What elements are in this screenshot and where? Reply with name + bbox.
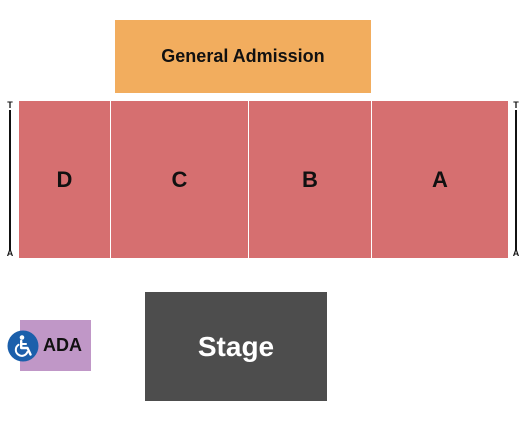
ada-label: ADA <box>43 335 82 355</box>
row-range-right-top-label: T <box>513 100 519 110</box>
stage: Stage <box>145 292 327 401</box>
row-range-right-bottom-label: A <box>512 248 520 258</box>
row-range-left-line <box>9 110 11 250</box>
section-a[interactable]: A <box>372 101 508 258</box>
row-range-left-bottom-label: A <box>6 248 14 258</box>
general-admission-label: General Admission <box>161 46 325 66</box>
section-c-label: C <box>171 166 188 192</box>
stage-label: Stage <box>197 330 275 362</box>
reserved-sections: D C B A <box>19 101 508 258</box>
row-range-left: T A <box>4 101 16 258</box>
wheelchair-accessible-icon <box>7 330 39 362</box>
row-range-right: T A <box>510 101 522 258</box>
section-d-label: D <box>56 166 73 192</box>
row-range-left-top-label: T <box>7 100 13 110</box>
section-c[interactable]: C <box>111 101 248 258</box>
section-b[interactable]: B <box>249 101 371 258</box>
section-d[interactable]: D <box>19 101 110 258</box>
general-admission-section[interactable]: General Admission <box>115 20 371 93</box>
row-range-right-line <box>515 110 517 250</box>
section-a-label: A <box>432 166 448 192</box>
section-b-label: B <box>302 166 318 192</box>
